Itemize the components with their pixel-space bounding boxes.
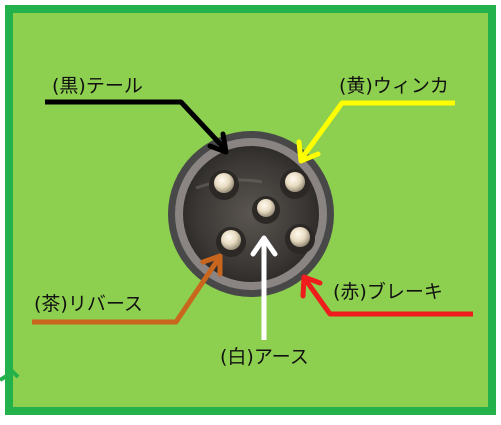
arrow-red-brake xyxy=(300,274,473,317)
pin-brown-reverse xyxy=(216,227,246,257)
arrow-white-ground xyxy=(250,235,278,340)
label-black-tail: (黒)テール xyxy=(52,75,143,97)
pin-white-ground xyxy=(252,196,280,224)
label-brown-reverse: (茶)リバース xyxy=(34,293,143,315)
pin-black-tail xyxy=(209,170,239,200)
stray-line xyxy=(0,369,20,382)
label-yellow-turn: (黄)ウィンカ xyxy=(339,75,449,97)
arrow-brown-reverse xyxy=(32,253,223,325)
arrow-black-tail xyxy=(45,99,229,155)
pin-yellow-turn xyxy=(280,169,310,199)
arrow-yellow-turn xyxy=(296,100,455,164)
pin-red-brake xyxy=(285,224,315,254)
label-red-brake: (赤)ブレーキ xyxy=(333,281,443,303)
label-white-ground: (白)アース xyxy=(220,346,309,368)
